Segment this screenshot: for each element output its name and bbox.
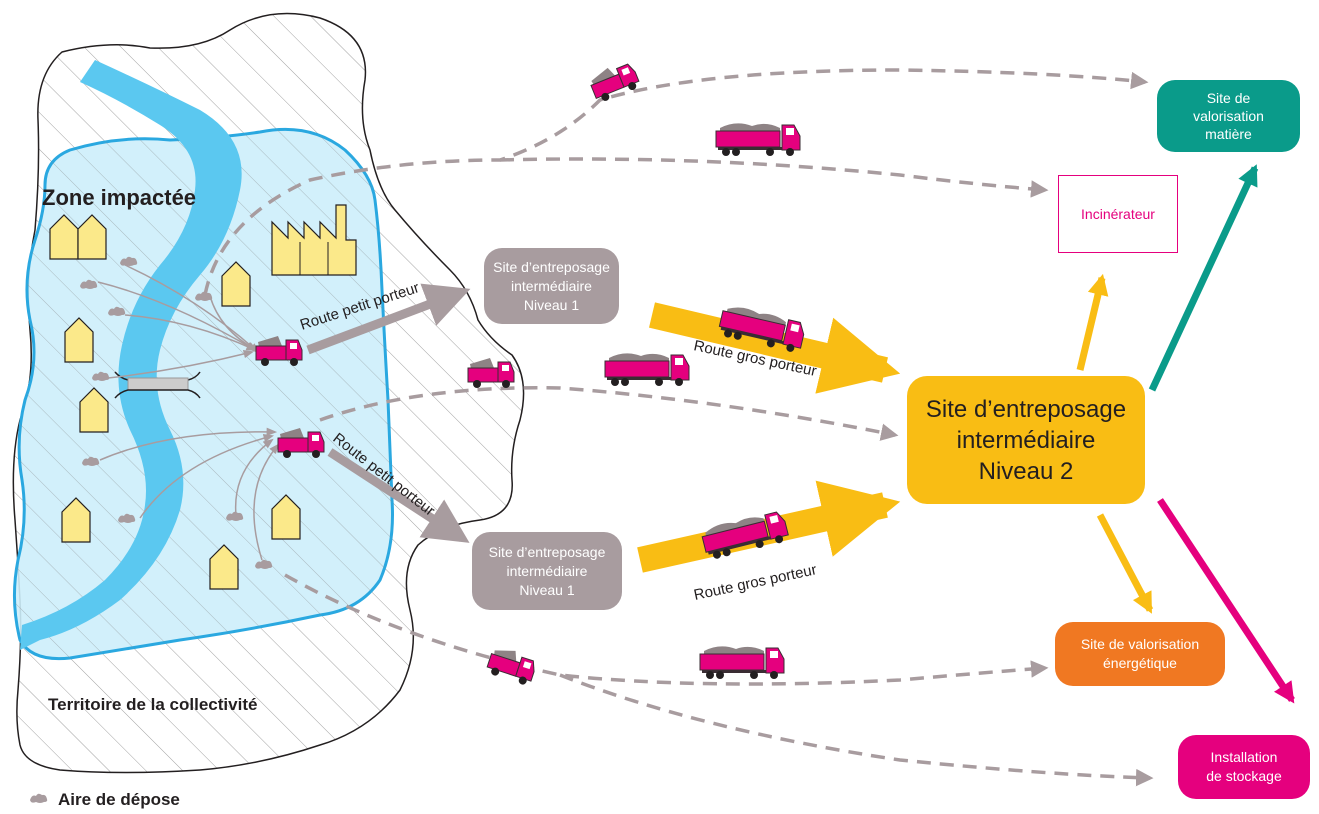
zone-label: Zone impactée — [42, 185, 196, 210]
small-truck-icon — [484, 643, 539, 688]
big-truck-icon — [699, 645, 785, 680]
big-truck-icon — [604, 352, 690, 387]
drop-zone-icon — [30, 793, 48, 803]
collection-arrows — [97, 264, 280, 561]
territory-label: Territoire de la collectivité — [48, 695, 257, 714]
big-truck-icon — [699, 508, 791, 562]
valorisation-energetique-node: Site de valorisation énergétique — [1055, 622, 1225, 686]
valorisation-matiere-node: Site de valorisation matière — [1157, 80, 1300, 152]
small-carrier-route — [306, 283, 471, 543]
big-truck-icon — [715, 122, 801, 157]
incinerator-node: Incinérateur — [1058, 175, 1178, 253]
legend-label: Aire de dépose — [58, 790, 180, 809]
river — [20, 60, 242, 650]
route-label-big-2: Route gros porteur — [692, 561, 818, 604]
site-level1-top: Site d’entreposage intermédiaire Niveau … — [484, 248, 619, 324]
outgoing-arrows — [1076, 164, 1295, 704]
bridge-icon — [114, 371, 201, 399]
stockage-node: Installation de stockage — [1178, 735, 1310, 799]
site-level2: Site d’entreposage intermédiaire Niveau … — [907, 376, 1145, 504]
site-level1-bottom: Site d’entreposage intermédiaire Niveau … — [472, 532, 622, 610]
factory-icon — [271, 204, 357, 276]
dashed-routes — [203, 68, 1154, 787]
